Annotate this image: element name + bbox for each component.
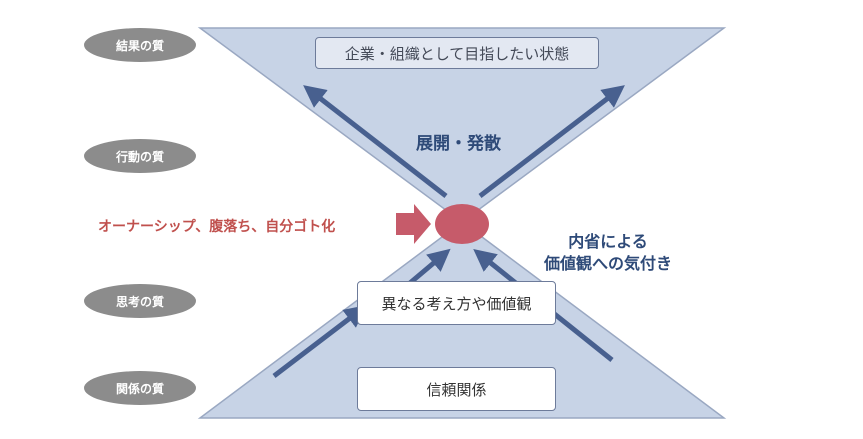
goal-box-text: 企業・組織として目指したい状態 xyxy=(344,44,570,63)
expand-arrow-right xyxy=(478,85,625,198)
level-action-pill: 行動の質 xyxy=(84,139,196,173)
level-thinking-label: 思考の質 xyxy=(115,294,164,309)
level-thinking-pill: 思考の質 xyxy=(84,284,196,318)
ownership-arrow xyxy=(396,204,431,244)
values-box-text: 異なる考え方や価値観 xyxy=(381,294,532,313)
level-relationship-pill: 関係の質 xyxy=(84,371,196,405)
level-action-label: 行動の質 xyxy=(115,149,164,164)
level-result-label: 結果の質 xyxy=(115,38,164,53)
center-ellipse xyxy=(435,204,489,244)
reflection-label-line1: 内省による xyxy=(568,232,648,251)
level-result-pill: 結果の質 xyxy=(84,28,196,62)
trust-box: 信頼関係 xyxy=(357,367,556,411)
goal-box: 企業・組織として目指したい状態 xyxy=(315,37,599,69)
reflection-label-line2: 価値観への気付き xyxy=(543,254,672,273)
values-box: 異なる考え方や価値観 xyxy=(357,281,556,325)
level-relationship-label: 関係の質 xyxy=(115,381,164,396)
ownership-label: オーナーシップ、腹落ち、自分ゴト化 xyxy=(98,219,336,235)
reflection-label: 内省による 価値観への気付き xyxy=(528,231,688,275)
top-triangle xyxy=(197,27,727,223)
converge-arrow-left-lower xyxy=(272,305,367,378)
trust-box-text: 信頼関係 xyxy=(426,380,487,399)
expand-arrow-left xyxy=(303,85,448,198)
expand-label: 展開・発散 xyxy=(416,134,501,154)
